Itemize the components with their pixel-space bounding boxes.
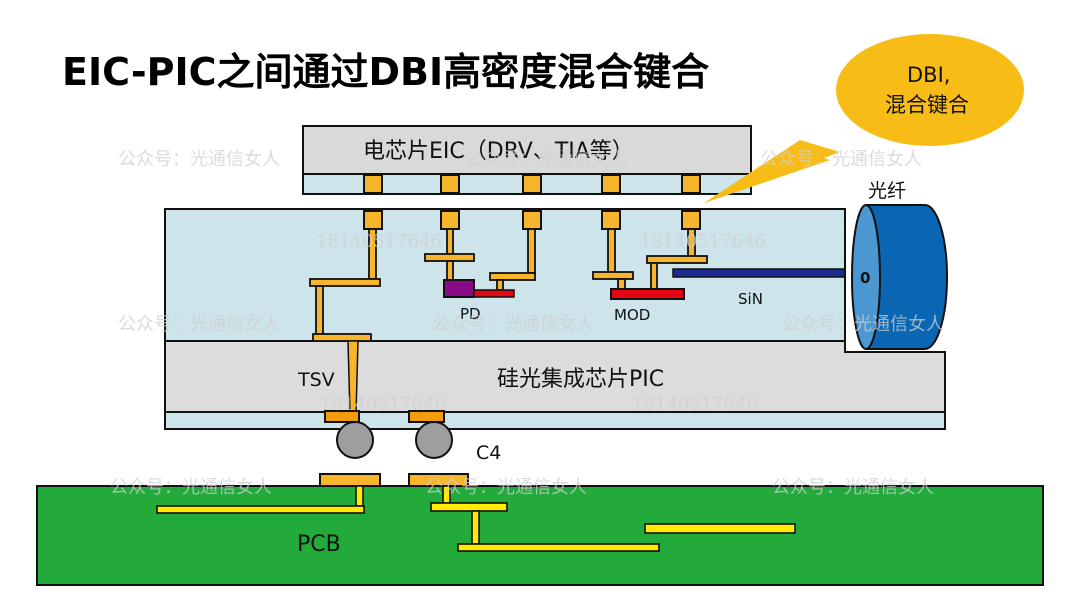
pcb: PCB (36, 473, 1044, 586)
mod-interconnect (592, 228, 708, 290)
watermark-account: 公众号：光通信女人 (465, 149, 627, 170)
watermark-account: 公众号：光通信女人 (118, 314, 280, 335)
watermark-account: 公众号：光通信女人 (432, 314, 594, 335)
eic-pad (522, 174, 542, 194)
watermark-phone: 18140517646 (640, 231, 766, 252)
pic-label: 硅光集成芯片PIC (497, 367, 664, 392)
watermark-phone: 18140517646 (316, 231, 442, 252)
pd-waveguide (473, 289, 515, 298)
eic-pad (440, 174, 460, 194)
callout-line-1: DBI, (907, 63, 950, 87)
eic-body (302, 125, 752, 175)
callout-line-2: 混合键合 (885, 93, 969, 117)
watermarks: 公众号：光通信女人 公众号：光通信女人 公众号：光通信女人 1814051764… (110, 149, 944, 498)
eic-pad (681, 174, 701, 194)
sin-waveguide (672, 268, 846, 278)
pcb-traces (156, 485, 796, 552)
pic-bond-pads (363, 210, 701, 230)
fiber-label: 光纤 (868, 180, 906, 202)
fiber-core: 0 (860, 269, 870, 287)
pic-pad (363, 210, 383, 230)
eic-pad (363, 174, 383, 194)
callout-bubble (836, 34, 1024, 146)
pd-interconnect (424, 228, 536, 291)
watermark-account: 公众号：光通信女人 (110, 477, 272, 498)
tsv-interconnect (309, 228, 381, 342)
pcb-label: PCB (297, 532, 341, 557)
pic-bottom-pad (324, 410, 360, 423)
pic-pad (440, 210, 460, 230)
pic-bottom-layer (164, 411, 946, 430)
c4-solder-ball (336, 421, 374, 459)
eic-pad (601, 174, 621, 194)
sin-label: SiN (738, 290, 763, 308)
pd-label: PD (460, 305, 481, 323)
watermark-account: 公众号：光通信女人 (760, 149, 922, 170)
page-title: EIC-PIC之间通过DBI高密度混合键合 (62, 50, 709, 94)
fiber-end-face (851, 204, 881, 350)
mod-label: MOD (614, 306, 650, 324)
c4-bumps: C4 (324, 410, 501, 464)
pic-bottom-pad (408, 410, 445, 423)
optical-fiber: 0 光纤 (851, 180, 948, 350)
pic-pad (522, 210, 542, 230)
watermark-account: 公众号：光通信女人 (425, 477, 587, 498)
tsv-label: TSV (297, 369, 335, 391)
watermark-account: 公众号：光通信女人 (772, 477, 934, 498)
fiber-body (865, 204, 948, 350)
modulator (610, 288, 685, 300)
pcb-pad (319, 473, 381, 487)
pic-pad (681, 210, 701, 230)
eic-label: 电芯片EIC（DRV、TIA等） (363, 139, 634, 164)
pd-photodetector (443, 279, 475, 298)
pcb-board (36, 485, 1044, 586)
dbi-callout: DBI, 混合键合 (704, 34, 1024, 203)
pic-pad (601, 210, 621, 230)
watermark-account: 公众号：光通信女人 (782, 314, 944, 335)
watermark-phone: 18140517646 (632, 394, 758, 415)
c4-solder-ball (415, 421, 453, 459)
watermark-phone: 18140517646 (320, 394, 446, 415)
c4-label: C4 (476, 442, 501, 464)
watermark-account: 公众号：光通信女人 (118, 149, 280, 170)
pcb-pad (408, 473, 469, 487)
eic-bond-pads (363, 174, 701, 194)
